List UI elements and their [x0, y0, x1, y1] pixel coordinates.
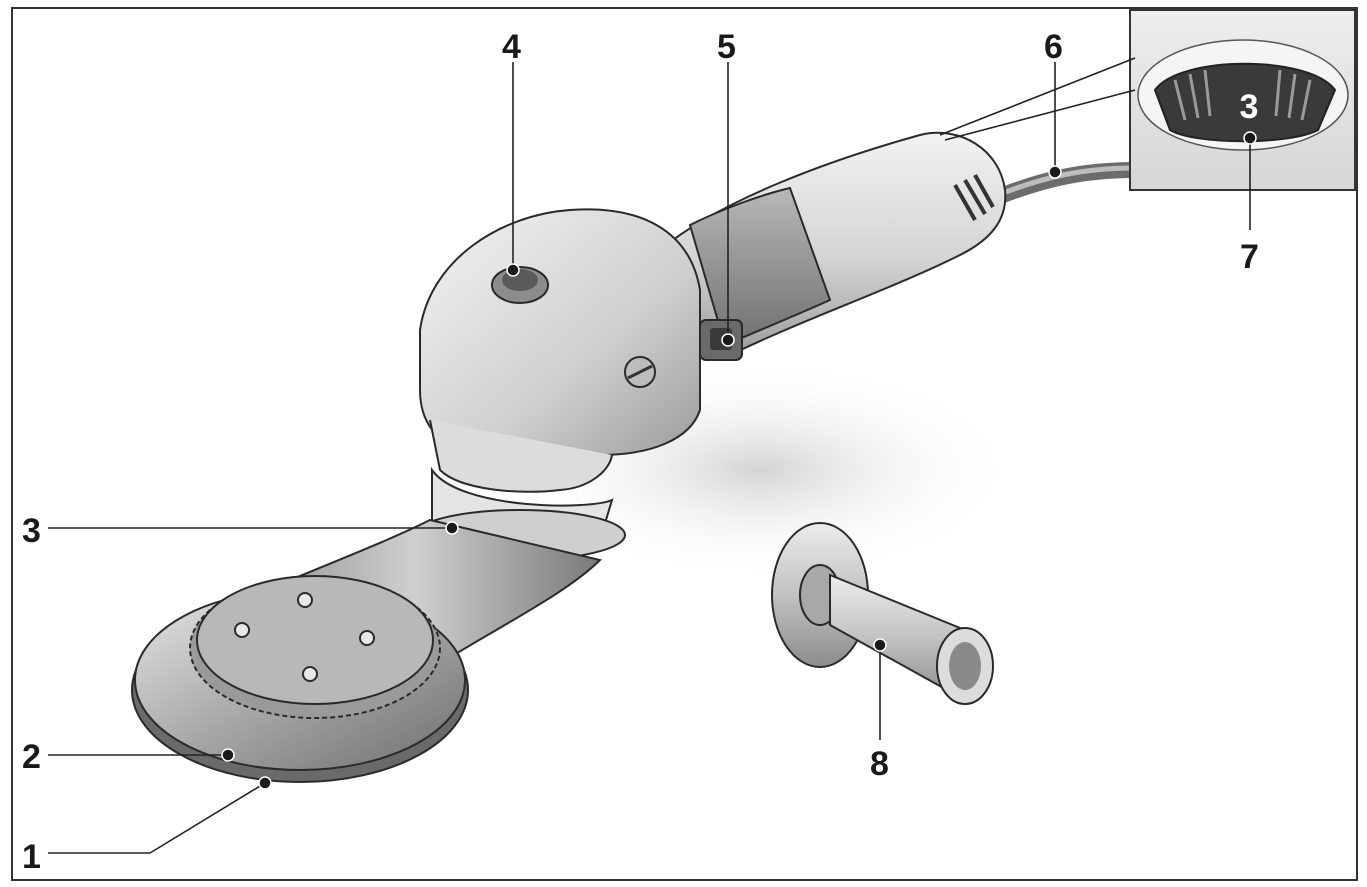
motor-housing [658, 131, 1007, 362]
gear-head [419, 208, 701, 493]
disc-assembly [131, 575, 469, 783]
callout-2: 2 [22, 738, 41, 776]
speed-dial-inset: 3 [1129, 9, 1356, 191]
callout-5: 5 [717, 28, 736, 66]
callout-1: 1 [22, 838, 41, 876]
callout-3: 3 [22, 512, 41, 550]
callout-4: 4 [502, 28, 521, 66]
speed-dial-value: 3 [1240, 88, 1259, 126]
callout-6: 6 [1044, 28, 1063, 66]
auxiliary-handle [771, 522, 994, 705]
spindle-lock-button [491, 266, 549, 304]
callout-7: 7 [1240, 238, 1259, 276]
callout-leaders [48, 62, 1257, 854]
on-off-switch [699, 319, 743, 361]
callout-8: 8 [870, 745, 889, 783]
